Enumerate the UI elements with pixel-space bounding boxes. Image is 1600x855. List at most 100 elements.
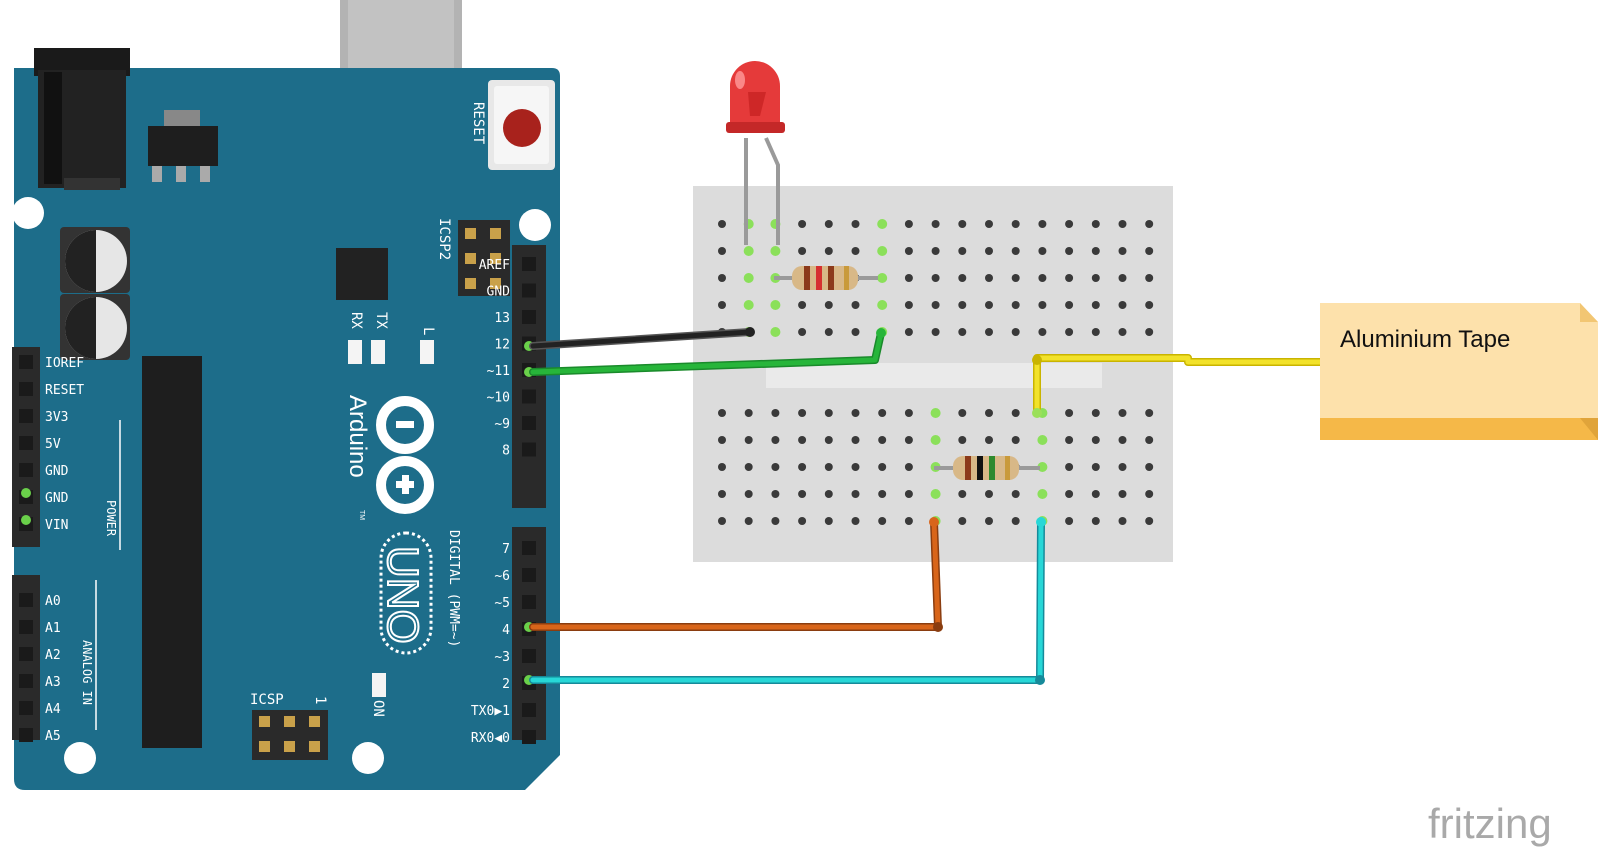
header-pin [19, 647, 33, 661]
icsp-pin1-label: 1 [312, 696, 328, 704]
breadboard-hole [1145, 301, 1154, 309]
breadboard-hole [877, 219, 888, 229]
breadboard-hole [718, 490, 726, 498]
breadboard-hole [958, 436, 967, 444]
breadboard-hole [1118, 463, 1127, 471]
breadboard-hole [770, 300, 781, 310]
breadboard-hole [798, 220, 807, 228]
header-pin [522, 310, 536, 324]
breadboard-hole [904, 490, 913, 498]
fritzing-logo-text: fritzing [1428, 800, 1552, 847]
mounting-hole [519, 209, 551, 241]
breadboard-hole [877, 246, 888, 256]
pin-label: A5 [45, 729, 61, 744]
power-jack [34, 48, 130, 190]
breadboard-hole [878, 463, 887, 471]
breadboard-hole [851, 490, 860, 498]
breadboard-hole [904, 517, 913, 525]
breadboard-hole [771, 436, 780, 444]
mounting-hole [352, 742, 384, 774]
pin-label: 7 [502, 542, 510, 557]
breadboard-hole [1091, 517, 1100, 525]
red-led [726, 61, 785, 245]
pin-label: ~6 [494, 569, 510, 584]
breadboard-hole [798, 463, 807, 471]
breadboard-hole [851, 436, 860, 444]
pin-label: GND [487, 285, 511, 300]
pin-label: RESET [45, 383, 84, 398]
breadboard-hole [718, 220, 726, 228]
breadboard-hole [1091, 274, 1100, 282]
breadboard-hole [1037, 435, 1048, 445]
pin-label: 2 [502, 677, 510, 692]
breadboard-hole [1065, 247, 1074, 255]
pin-label: GND [45, 491, 69, 506]
breadboard-hole [1091, 328, 1100, 336]
pin-label: 4 [502, 623, 510, 638]
breadboard-hole [1065, 328, 1074, 336]
header-pin [19, 463, 33, 477]
breadboard-hole [904, 328, 913, 336]
header-pin [522, 649, 536, 663]
fritzing-watermark: fritzing [1428, 800, 1552, 847]
digital-caption: DIGITAL (PWM=~) [446, 530, 461, 647]
breadboard-hole [904, 247, 913, 255]
breadboard-hole [798, 328, 807, 336]
breadboard-hole [904, 436, 913, 444]
breadboard-hole [1118, 247, 1127, 255]
capacitor [60, 227, 130, 293]
breadboard-hole [1118, 301, 1127, 309]
breadboard-hole [985, 274, 993, 282]
breadboard-hole [1145, 490, 1154, 498]
pin-label: 3V3 [45, 410, 68, 425]
breadboard-hole [1065, 436, 1074, 444]
breadboard-hole [930, 435, 941, 445]
breadboard-hole [851, 517, 860, 525]
breadboard-hole [1145, 247, 1154, 255]
breadboard-hole [718, 517, 726, 525]
uno-outline [379, 531, 433, 655]
note-text: Aluminium Tape [1340, 326, 1510, 353]
breadboard-hole [904, 409, 913, 417]
reset-label: RESET [470, 102, 486, 145]
breadboard-hole [1145, 409, 1154, 417]
mounting-hole [64, 742, 96, 774]
breadboard-hole [958, 247, 967, 255]
breadboard-hole [878, 436, 887, 444]
tx-led [371, 340, 385, 364]
breadboard-hole [1065, 301, 1074, 309]
breadboard-hole [985, 409, 993, 417]
breadboard-hole [958, 274, 967, 282]
usb-chip [336, 248, 388, 300]
breadboard-hole [1038, 328, 1047, 336]
breadboard-hole [744, 490, 753, 498]
breadboard-hole [744, 463, 753, 471]
breadboard-hole [985, 328, 993, 336]
breadboard-hole [1011, 301, 1020, 309]
breadboard-hole [904, 463, 913, 471]
breadboard-hole [718, 301, 726, 309]
header-pin [19, 728, 33, 742]
rx-led-label: RX [348, 312, 364, 329]
power-caption: POWER [104, 500, 118, 537]
pin-label: ~5 [494, 596, 510, 611]
pin-label: ~11 [487, 364, 510, 379]
breadboard-hole [1118, 409, 1127, 417]
breadboard-hole [1011, 274, 1020, 282]
breadboard-hole [798, 301, 807, 309]
breadboard-hole [1065, 490, 1074, 498]
pin-label: 13 [494, 311, 510, 326]
breadboard-hole [718, 436, 726, 444]
breadboard-hole [878, 517, 887, 525]
breadboard-hole [1038, 301, 1047, 309]
wire-pin13 [529, 329, 885, 376]
breadboard-hole [824, 301, 833, 309]
breadboard-hole [985, 490, 993, 498]
header-pin [522, 730, 536, 744]
header-pin [19, 382, 33, 396]
breadboard-hole [985, 517, 993, 525]
breadboard-hole [770, 327, 781, 337]
breadboard-hole [1118, 274, 1127, 282]
breadboard-hole [958, 517, 967, 525]
breadboard-hole [958, 328, 967, 336]
